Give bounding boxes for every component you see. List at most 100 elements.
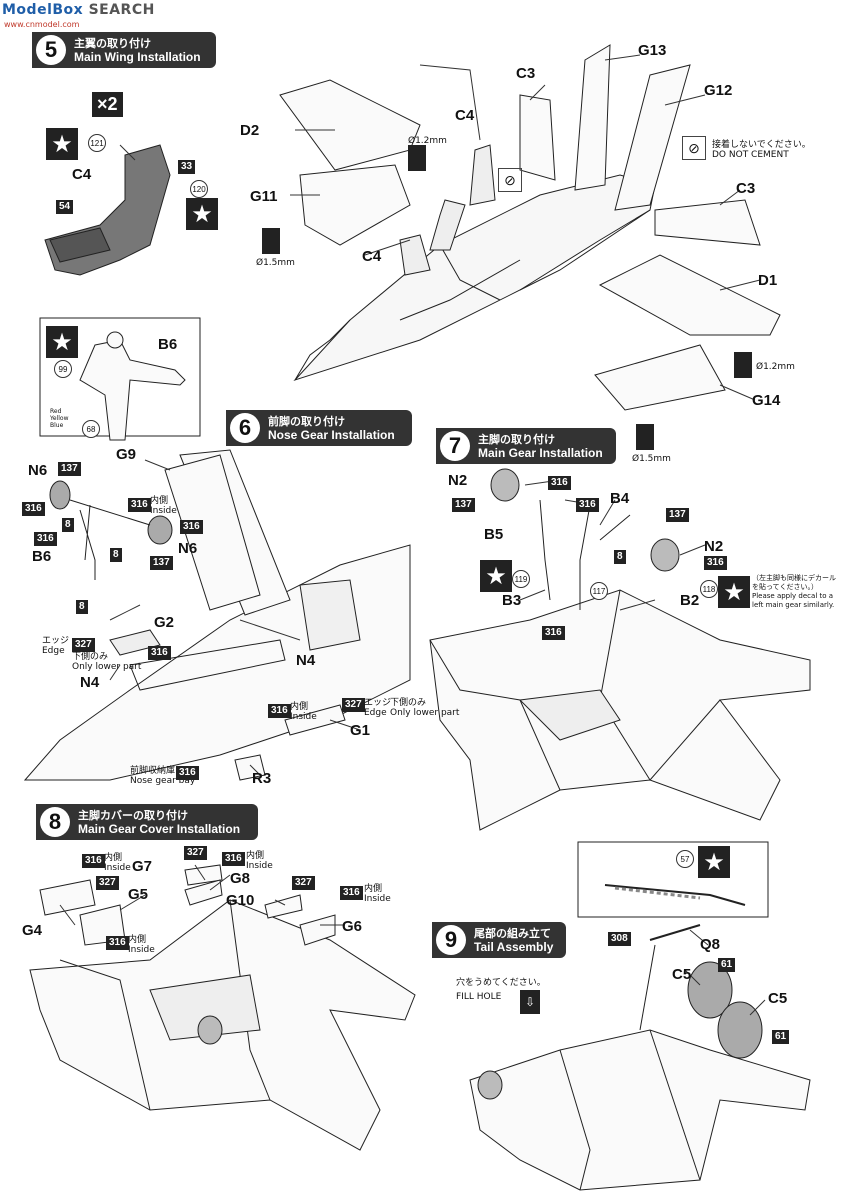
part-g1-label: G1 xyxy=(350,722,371,739)
color-blue: Blue xyxy=(50,422,64,429)
part-g4-label: G4 xyxy=(22,922,43,939)
watermark-logo: ModelBox SEARCH xyxy=(2,2,155,18)
part-g11-label: G11 xyxy=(250,188,278,205)
step5-title-en: Main Wing Installation xyxy=(74,49,201,64)
part-c3-label: C3 xyxy=(516,65,536,82)
aircraft-nose-drawing xyxy=(23,449,411,781)
step8-header: 8 主脚カバーの取り付け Main Gear Cover Installatio… xyxy=(36,804,258,840)
part-n4-label: N4 xyxy=(296,652,316,669)
paint-137: 137 xyxy=(150,556,173,570)
step5-header: 5 主翼の取り付け Main Wing Installation xyxy=(32,32,216,68)
decal-number-57: 57 xyxy=(676,850,694,868)
part-b5-label: B5 xyxy=(484,526,504,543)
color-key: Red Yellow Blue xyxy=(50,408,68,429)
paint-316: 316 xyxy=(340,886,363,900)
drill-icon xyxy=(636,424,654,450)
step8-title-en: Main Gear Cover Installation xyxy=(78,821,241,836)
part-8-badge: 8 xyxy=(76,600,88,614)
part-n6-label: N6 xyxy=(178,540,198,557)
fill-hole-en: FILL HOLE xyxy=(456,992,502,1002)
paint-316: 316 xyxy=(576,498,599,512)
paint-308: 308 xyxy=(608,932,631,946)
step5-number: 5 xyxy=(36,35,66,65)
step6-title-jp: 前脚の取り付け xyxy=(268,414,345,428)
do-not-cement-en: DO NOT CEMENT xyxy=(712,150,789,160)
step8-number: 8 xyxy=(40,807,70,837)
decal-number-118: 118 xyxy=(700,580,718,598)
step7-header: 7 主脚の取り付け Main Gear Installation xyxy=(436,428,616,464)
paint-54: 54 xyxy=(56,200,74,214)
part-8-badge: 8 xyxy=(614,550,626,564)
step8-title-jp: 主脚カバーの取り付け xyxy=(78,808,188,822)
drill-size: Ø1.5mm xyxy=(256,258,295,268)
part-n2-label: N2 xyxy=(704,538,724,555)
drill-icon xyxy=(408,145,426,171)
decal-star-icon: ★ xyxy=(186,198,218,230)
decal-number-119: 119 xyxy=(512,570,530,588)
step7-number: 7 xyxy=(440,431,470,461)
aircraft-top-drawing xyxy=(279,44,781,411)
part-c5-label: C5 xyxy=(672,966,692,983)
part-n2-label: N2 xyxy=(448,472,468,489)
step9-header: 9 尾部の組み立て Tail Assembly xyxy=(432,922,566,958)
part-c4-label: C4 xyxy=(72,166,92,183)
no-glue-icon: ⊘ xyxy=(682,136,706,160)
step6-title-en: Nose Gear Installation xyxy=(268,427,395,442)
paint-316: 316 xyxy=(22,502,45,516)
part-c5-label: C5 xyxy=(768,990,788,1007)
part-g6-label: G6 xyxy=(342,918,363,935)
step7-title-en: Main Gear Installation xyxy=(478,445,603,460)
aircraft-main-gear-drawing xyxy=(429,468,811,831)
part-g9-label: G9 xyxy=(116,446,137,463)
part-g5-label: G5 xyxy=(128,886,149,903)
paint-316: 316 xyxy=(106,936,129,950)
paint-327: 327 xyxy=(72,638,95,652)
seat-drawing-step5 xyxy=(44,144,171,276)
part-8-badge: 8 xyxy=(62,518,74,532)
step5-title-jp: 主翼の取り付け xyxy=(74,36,151,50)
paint-316: 316 xyxy=(176,766,199,780)
decal-number-121: 121 xyxy=(88,134,106,152)
part-c4-label: C4 xyxy=(362,248,382,265)
paint-316: 316 xyxy=(34,532,57,546)
do-not-cement-jp: 接着しないでください。 xyxy=(712,140,811,150)
quantity-x2-badge: ×2 xyxy=(92,92,123,117)
part-g8-label: G8 xyxy=(230,870,251,887)
part-b4-label: B4 xyxy=(610,490,630,507)
part-8-badge: 8 xyxy=(110,548,122,562)
paint-327: 327 xyxy=(342,698,365,712)
part-n4-label: N4 xyxy=(80,674,100,691)
paint-137: 137 xyxy=(666,508,689,522)
drill-size: Ø1.2mm xyxy=(408,136,447,146)
paint-316: 316 xyxy=(148,646,171,660)
step7-title-jp: 主脚の取り付け xyxy=(478,432,555,446)
color-red: Red xyxy=(50,408,62,415)
paint-137: 137 xyxy=(58,462,81,476)
paint-316: 316 xyxy=(82,854,105,868)
decal-star-icon: ★ xyxy=(718,576,750,608)
part-g13-label: G13 xyxy=(638,42,667,59)
drill-icon xyxy=(734,352,752,378)
part-g12-label: G12 xyxy=(704,82,733,99)
part-c3-label: C3 xyxy=(736,180,756,197)
aircraft-tail-drawing xyxy=(469,944,811,1191)
decal-number-120: 120 xyxy=(190,180,208,198)
color-yellow: Yellow xyxy=(50,415,69,422)
step9-title-jp: 尾部の組み立て xyxy=(474,926,551,940)
paint-316: 316 xyxy=(548,476,571,490)
decal-number-99: 99 xyxy=(54,360,72,378)
paint-327: 327 xyxy=(96,876,119,890)
paint-61: 61 xyxy=(772,1030,790,1044)
aircraft-gear-cover-drawing xyxy=(29,864,416,1151)
part-g14-label: G14 xyxy=(752,392,781,409)
part-d2-label: D2 xyxy=(240,122,260,139)
part-d1-label: D1 xyxy=(758,272,778,289)
